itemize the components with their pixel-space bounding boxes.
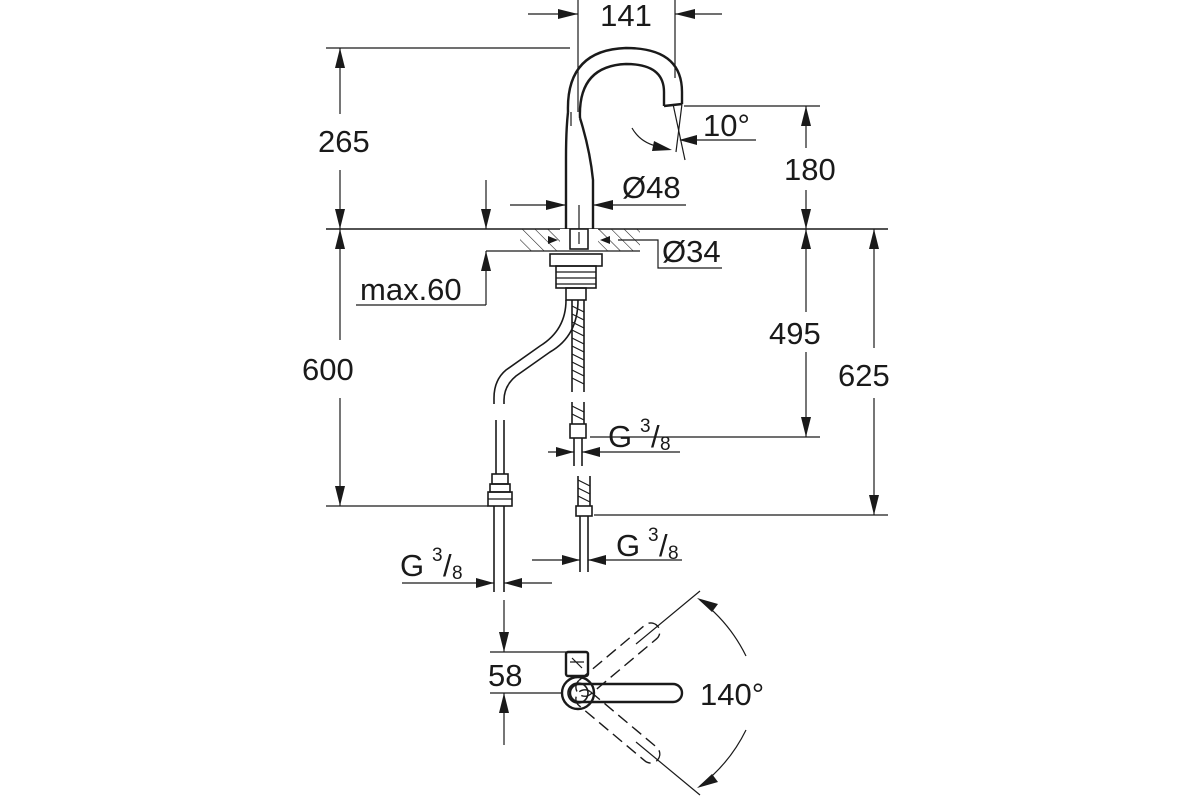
braided-hose-right — [575, 476, 593, 572]
thread-den-middle: 8 — [660, 434, 671, 455]
thread-g-middle: G — [608, 419, 632, 454]
thread-den-right: 8 — [668, 543, 679, 564]
dim-hole-diameter: Ø34 — [618, 234, 722, 269]
label-hose-length-right: 625 — [838, 358, 890, 393]
label-body-diameter: Ø48 — [622, 170, 681, 205]
thread-slash-left: / — [443, 548, 452, 583]
label-swivel-angle: 140° — [700, 677, 764, 712]
dim-height-above-deck: 265 — [318, 47, 570, 229]
flexible-hose-left — [487, 299, 579, 592]
braided-hose-middle — [569, 300, 587, 466]
dim-spout-height: 180 — [684, 105, 836, 229]
mounting-nut — [549, 253, 603, 301]
thread-label-middle: G 3 / 8 — [548, 416, 680, 457]
thread-num-right: 3 — [648, 525, 659, 546]
thread-num-middle: 3 — [640, 416, 651, 437]
dim-spout-reach: 141 — [528, 0, 722, 112]
label-spout-angle: 10° — [703, 108, 750, 143]
thread-den-left: 8 — [452, 563, 463, 584]
dim-max-deck-thickness: max.60 — [356, 180, 491, 307]
label-height-above-deck: 265 — [318, 124, 370, 159]
thread-label-right: G 3 / 8 — [532, 525, 682, 565]
label-spout-height: 180 — [784, 152, 836, 187]
thread-label-left: G 3 / 8 — [400, 545, 552, 588]
dim-handle-offset: 58 — [488, 600, 566, 745]
deck-mount — [486, 228, 640, 252]
dim-hose-length-left: 600 — [302, 229, 488, 507]
dim-body-diameter: Ø48 — [510, 170, 686, 210]
label-spout-reach: 141 — [600, 0, 652, 33]
dim-hose-length-right: 625 — [594, 229, 890, 516]
thread-slash-middle: / — [651, 419, 660, 454]
label-handle-offset: 58 — [488, 658, 522, 693]
label-hose-length-mid: 495 — [769, 316, 821, 351]
thread-slash-right: / — [659, 528, 668, 563]
label-max-deck-thickness: max.60 — [360, 272, 462, 307]
dim-spout-angle: 10° — [631, 103, 756, 161]
label-hole-diameter: Ø34 — [662, 234, 721, 269]
thread-num-left: 3 — [432, 545, 443, 566]
thread-g-left: G — [400, 548, 424, 583]
top-view-handle — [560, 622, 684, 764]
dim-swivel-angle: 140° — [635, 590, 764, 796]
thread-g-right: G — [616, 528, 640, 563]
dim-hose-length-mid: 495 — [590, 229, 821, 438]
label-hose-length-left: 600 — [302, 352, 354, 387]
